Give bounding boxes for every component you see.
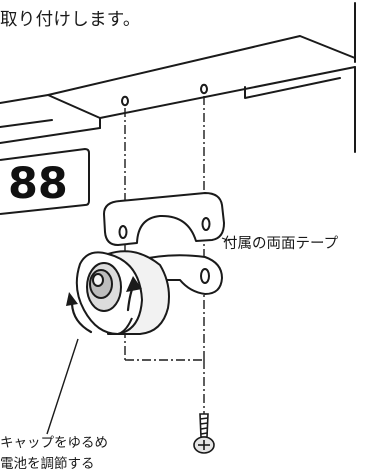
cap-instruction-line-2: 電池を調節する (0, 456, 95, 472)
double-sided-tape (103, 192, 225, 246)
license-plate: 88 (0, 147, 90, 215)
mounting-surface (0, 2, 356, 153)
plate-number: 88 (8, 159, 68, 209)
top-instruction-text: 取り付けします。 (0, 10, 141, 30)
cap-instruction-line-1: キャップをゆるめ (0, 435, 108, 451)
screw-hole-left (121, 95, 129, 107)
screw (193, 413, 215, 454)
tape-label: 付属の両面テープ (223, 236, 339, 252)
camera-unit (75, 250, 223, 335)
screw-hole-right (200, 83, 208, 95)
